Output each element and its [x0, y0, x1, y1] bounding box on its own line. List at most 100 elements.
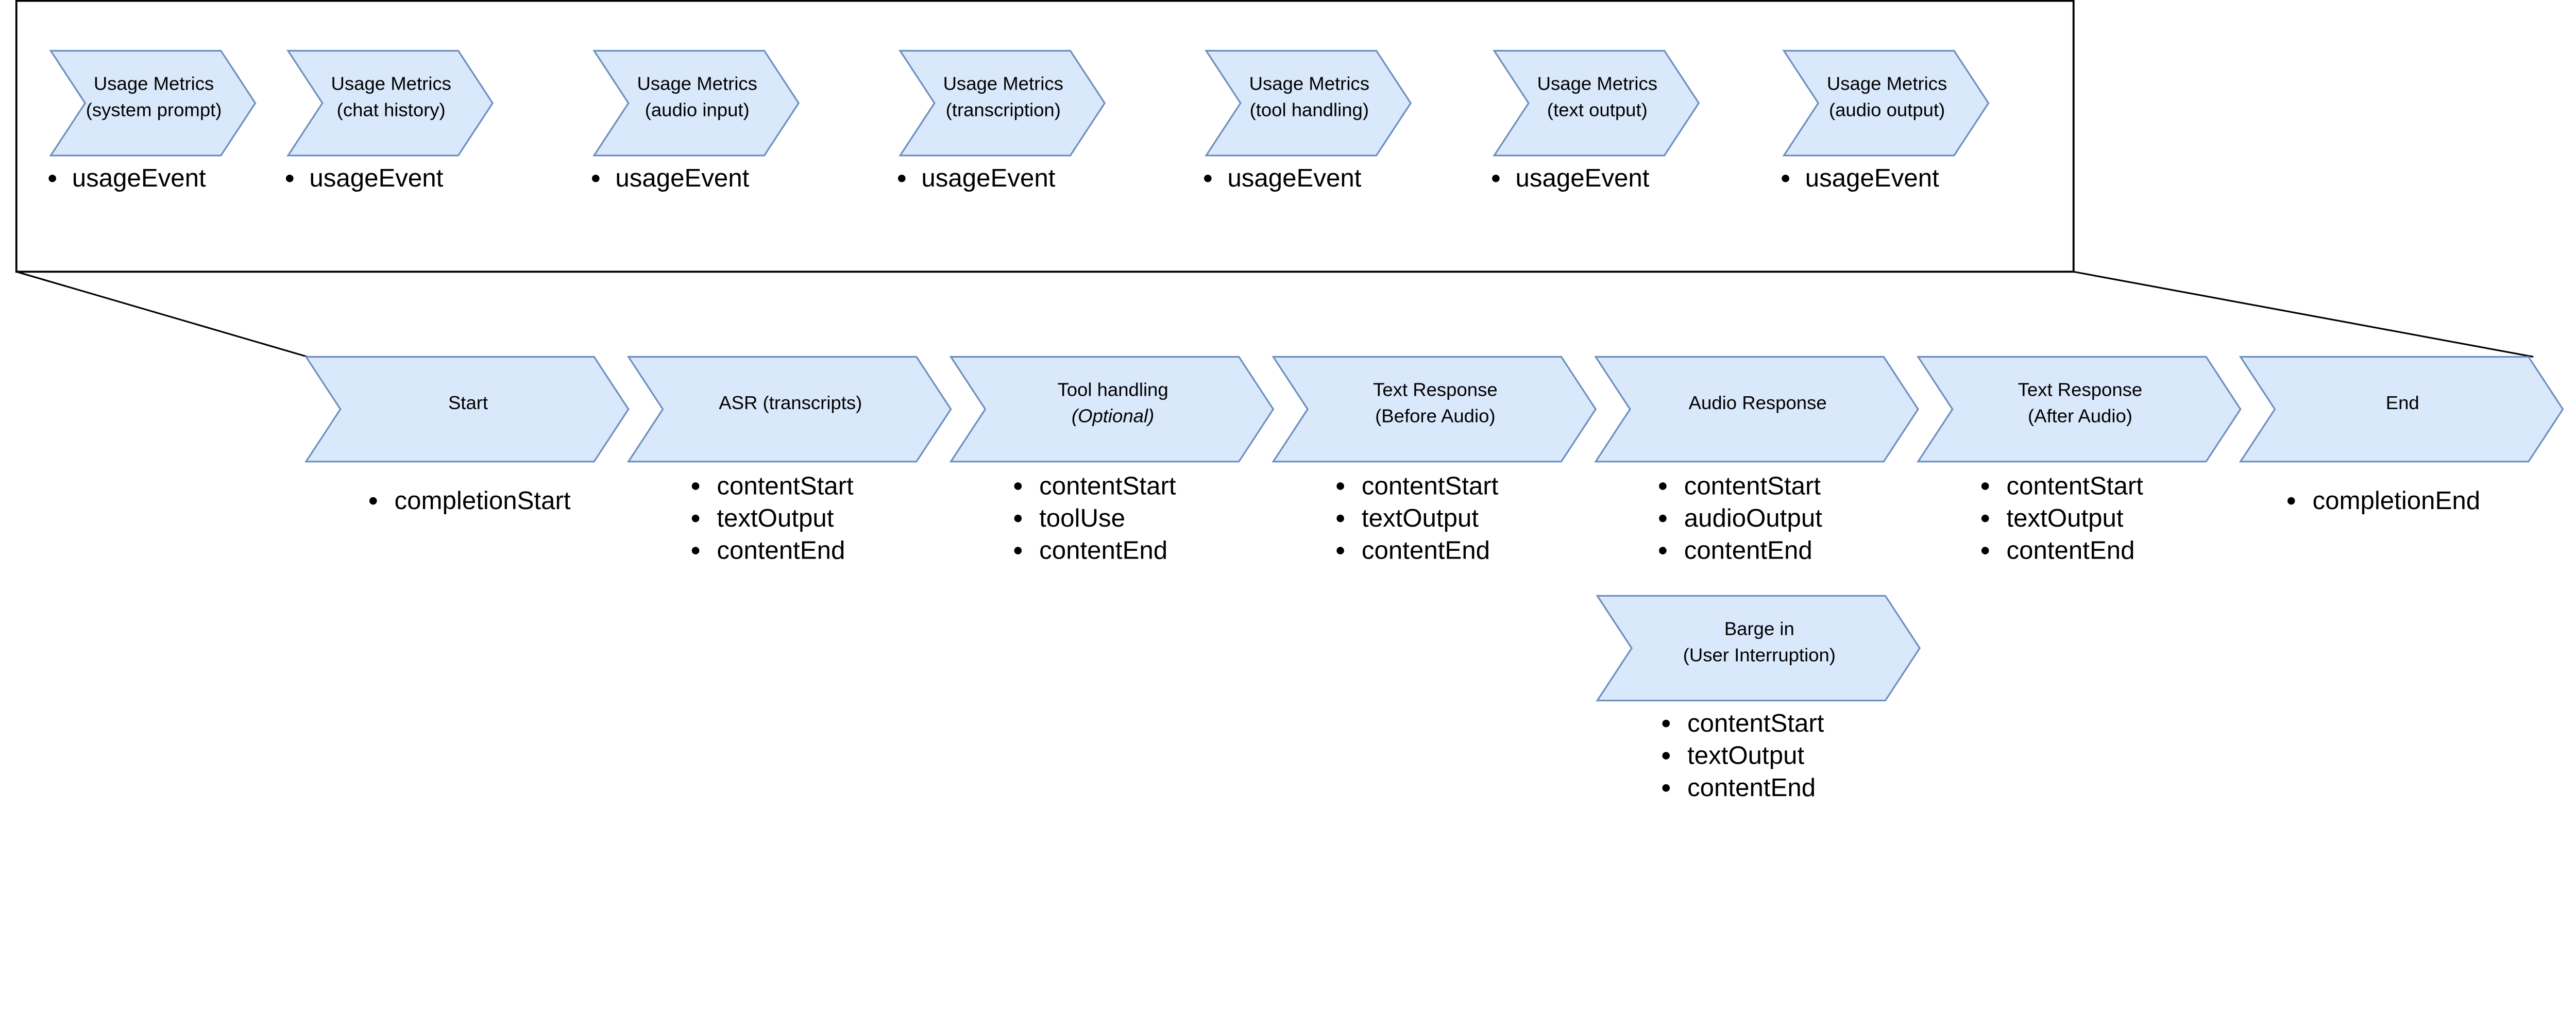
event-name: usageEvent [309, 164, 443, 192]
bullet-icon [1204, 174, 1212, 182]
chevron-shape [304, 356, 630, 463]
bullet-icon [1659, 482, 1667, 490]
chevron-title-line: (Before Audio) [1375, 406, 1495, 427]
chevron-title-line: Usage Metrics [1249, 73, 1369, 94]
chevron-title-line: Usage Metrics [331, 73, 451, 94]
event-name: contentStart [1687, 709, 1824, 737]
chevron-shape [1782, 49, 1990, 157]
bullet-icon [691, 514, 700, 522]
chevron-shape [1917, 356, 2242, 463]
event-name: contentStart [1362, 471, 1499, 500]
chevron-title-line: (system prompt) [86, 99, 222, 121]
bullet-icon [1782, 174, 1789, 182]
chevron-shape [1272, 356, 1597, 463]
chevron-title-line: Tool handling [1057, 379, 1168, 400]
chevron-shape [899, 49, 1106, 157]
event-name: textOutput [1362, 504, 1479, 532]
chevron-shape [2239, 356, 2564, 463]
event-name: contentStart [1684, 471, 1821, 500]
usage-metrics-step: Usage Metrics (tool handling) usageEvent [1204, 49, 1412, 192]
stage-step: Text Response (After Audio) contentStart te… [1917, 356, 2242, 564]
chevron-title-line: End [2386, 392, 2419, 413]
event-name: textOutput [717, 504, 834, 532]
chevron-title-line: (Optional) [1072, 406, 1154, 427]
event-name: usageEvent [1516, 164, 1650, 192]
chevron-title-line: Audio Response [1689, 392, 1827, 413]
bullet-icon [1492, 174, 1500, 182]
chevron-shape [49, 49, 257, 157]
stage-step: Tool handling(Optional)contentStarttoolU… [949, 356, 1275, 564]
event-name: completionEnd [2313, 486, 2481, 515]
chevron-title-line: (audio input) [645, 99, 750, 121]
bullet-icon [1662, 752, 1670, 760]
event-name: contentEnd [1684, 536, 1812, 564]
bullet-icon [1014, 482, 1022, 490]
event-name: contentEnd [1039, 536, 1167, 564]
bullet-icon [1336, 547, 1344, 554]
event-name: textOutput [1687, 741, 1804, 770]
bullet-icon [1336, 482, 1344, 490]
chevron-shape [286, 49, 494, 157]
bullet-icon [369, 497, 377, 505]
chevron-title-line: Start [448, 392, 488, 413]
bullet-icon [1981, 547, 1989, 554]
chevron-title-line: Usage Metrics [637, 73, 757, 94]
chevron-title-line: (chat history) [337, 99, 446, 121]
chevron-title-line: Usage Metrics [94, 73, 214, 94]
bullet-icon [1336, 514, 1344, 522]
bullet-icon [691, 482, 700, 490]
chevron-title-line: (User Interruption) [1683, 644, 1836, 665]
bullet-icon [1981, 514, 1989, 522]
event-name: usageEvent [615, 164, 749, 192]
event-name: textOutput [2007, 504, 2124, 532]
event-name: usageEvent [1227, 164, 1361, 192]
chevron-shape [1205, 49, 1412, 157]
chevron-title-line: Usage Metrics [1827, 73, 1947, 94]
chevron-shape [626, 356, 952, 463]
chevron-title-line: Usage Metrics [1537, 73, 1657, 94]
chevron-title-line: (audio output) [1829, 99, 1945, 121]
chevron-shape [1493, 49, 1700, 157]
zoom-connector-right [2073, 271, 2534, 358]
event-name: audioOutput [1684, 504, 1823, 532]
event-name: usageEvent [921, 164, 1055, 192]
chevron-shape [1596, 595, 1921, 702]
bullet-icon [1659, 547, 1667, 554]
event-name: contentStart [717, 471, 854, 500]
bullet-icon [1662, 719, 1670, 728]
usage-metrics-frame [15, 0, 2075, 273]
bullet-icon [48, 174, 56, 182]
bullet-icon [2287, 497, 2295, 505]
chevron-title-line: Text Response [2018, 379, 2143, 400]
usage-metrics-step: Usage Metrics (audio output) usageEvent [1782, 49, 1990, 192]
event-name: usageEvent [72, 164, 206, 192]
bullet-icon [591, 174, 600, 182]
barge-in-step: Barge in(User Interruption)contentStartt… [1596, 595, 1921, 802]
chevron-title-line: (text output) [1547, 99, 1648, 121]
bullet-icon [1014, 514, 1022, 522]
usage-metrics-step: Usage Metrics (system prompt) usageEvent [48, 49, 257, 192]
stage-step: End completionEnd [2239, 356, 2564, 515]
chevron-shape [949, 356, 1275, 463]
event-flow-diagram: Usage Metrics(system prompt)usageEventUs… [15, 0, 2564, 802]
event-name: usageEvent [1805, 164, 1939, 192]
chevron-title-line: Usage Metrics [943, 73, 1063, 94]
chevron-title-line: ASR (transcripts) [719, 392, 862, 413]
bullet-icon [1659, 514, 1667, 522]
event-name: contentStart [1039, 471, 1176, 500]
usage-metrics-step: Usage Metrics (audio input) usageEvent [591, 49, 800, 192]
chevron-shape [592, 49, 800, 157]
stage-step: Text Response(Before Audio)contentStartt… [1272, 356, 1597, 564]
chevron-shape [1594, 356, 1919, 463]
chevron-title-line: (tool handling) [1250, 99, 1369, 121]
event-name: contentEnd [2007, 536, 2135, 564]
bullet-icon [1981, 482, 1989, 490]
usage-metrics-step: Usage Metrics (chat history) usageEvent [285, 49, 494, 192]
bullet-icon [691, 547, 700, 554]
event-name: contentStart [2007, 471, 2144, 500]
event-name: contentEnd [1362, 536, 1490, 564]
bullet-icon [1662, 784, 1670, 792]
chevron-title-line: (After Audio) [2028, 406, 2132, 427]
event-name: contentEnd [1687, 773, 1816, 802]
